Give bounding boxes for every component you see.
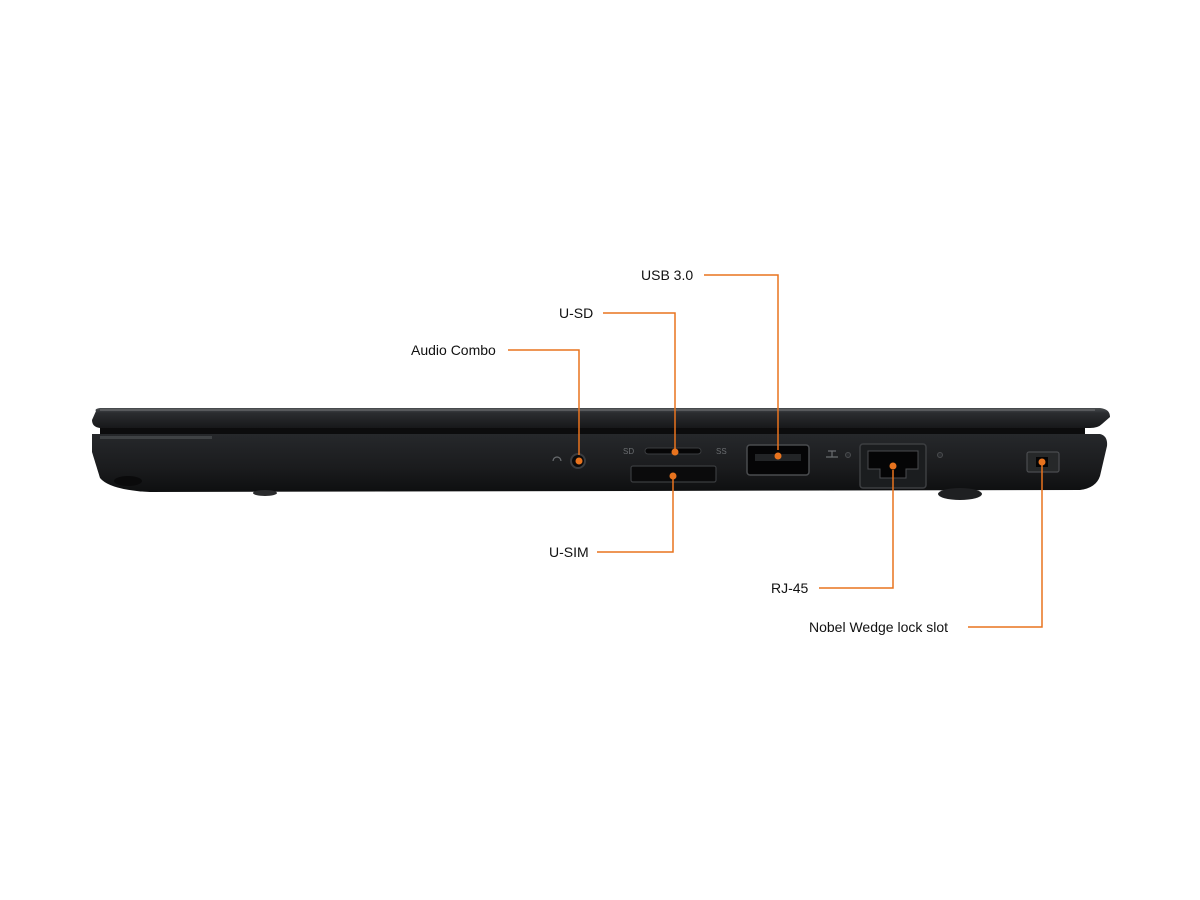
callout-lines (508, 274, 1043, 628)
base-edge-highlight (100, 436, 212, 439)
status-led-2 (937, 452, 943, 458)
callout-usb (704, 274, 779, 450)
label-lock: Nobel Wedge lock slot (809, 619, 949, 635)
lid-highlight (100, 409, 1095, 411)
callout-usd (603, 312, 676, 450)
laptop-lid (92, 408, 1110, 428)
label-rj45: RJ-45 (771, 580, 809, 596)
callout-dots (575, 448, 1046, 480)
callout-usim (597, 476, 674, 553)
callout-lock (968, 463, 1043, 628)
label-usd: U-SD (559, 305, 594, 321)
label-usim: U-SIM (549, 544, 589, 560)
label-audio: Audio Combo (411, 342, 496, 358)
label-usb: USB 3.0 (641, 267, 694, 283)
callout-rj45 (819, 470, 894, 589)
mid-foot (253, 490, 277, 496)
front-foot (114, 476, 142, 486)
callout-audio (508, 349, 580, 455)
rear-foot (938, 488, 982, 500)
ss-marking: SS (716, 447, 727, 456)
headset-icon (552, 456, 562, 462)
sd-marking: SD (623, 447, 634, 456)
laptop-base (92, 434, 1108, 492)
hinge-gap (100, 428, 1085, 434)
status-led-1 (845, 452, 851, 458)
network-icon (826, 450, 838, 458)
